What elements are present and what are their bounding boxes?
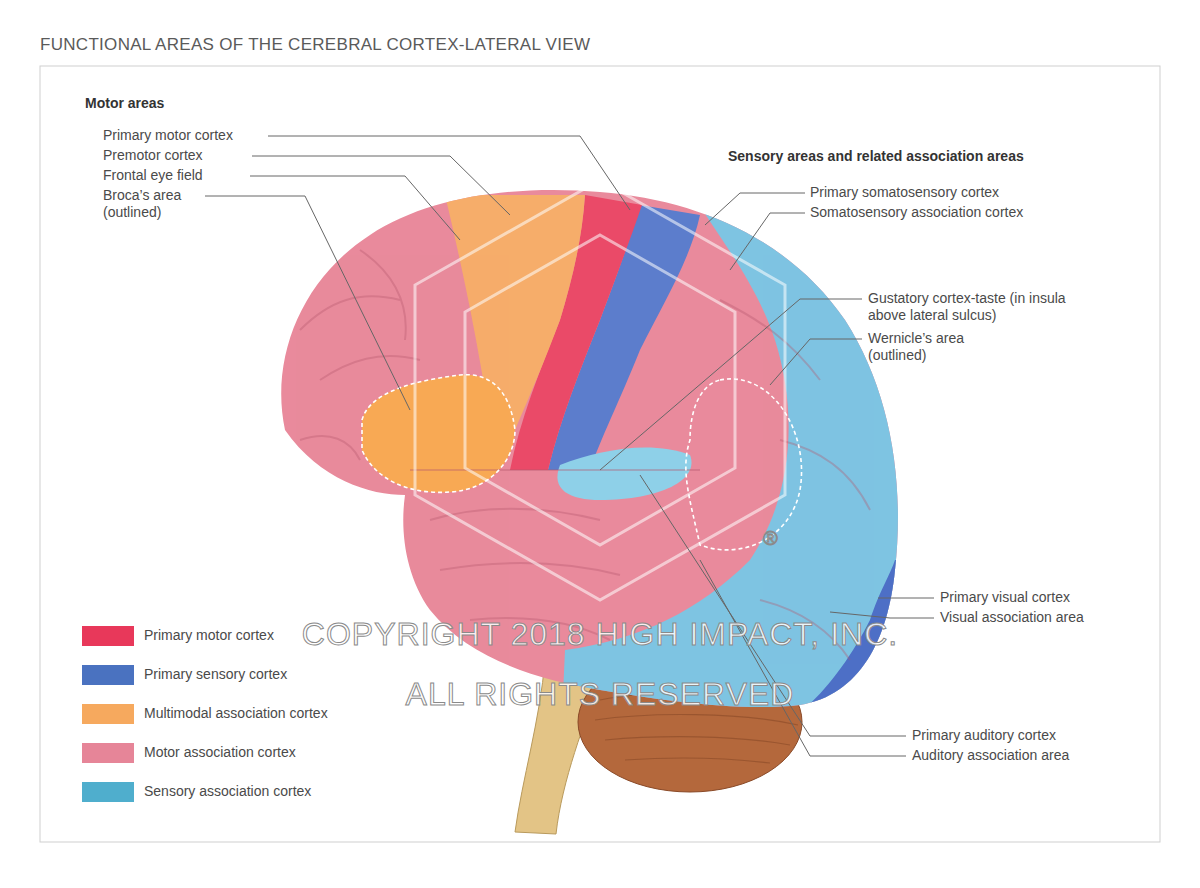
legend-text: Motor association cortex [144,744,296,761]
area-label: Premotor cortex [103,147,203,164]
cerebrum [250,180,950,760]
legend-swatch [82,665,134,685]
area-label: Primary visual cortex [940,589,1070,606]
legend-swatch [82,743,134,763]
area-label: Somatosensory association cortex [810,204,1023,221]
watermark-text: ALL RIGHTS RESERVED [406,676,795,712]
legend-text: Sensory association cortex [144,783,311,800]
area-label: Auditory association area [912,747,1069,764]
group-heading: Motor areas [85,95,164,112]
watermark-logo [415,180,785,600]
area-label: Frontal eye field [103,167,203,184]
legend-text: Primary motor cortex [144,627,274,644]
legend-swatch [82,626,134,646]
legend-text: Primary sensory cortex [144,666,287,683]
title: FUNCTIONAL AREAS OF THE CEREBRAL CORTEX-… [40,36,590,53]
area-label: Wernicle’s area (outlined) [868,330,973,364]
watermark-mark: ® [763,526,779,550]
area-label: Primary auditory cortex [912,727,1056,744]
area-label: Broca’s area (outlined) [103,187,198,221]
legend-swatch [82,704,134,724]
area-label: Primary somatosensory cortex [810,184,999,201]
legend-swatch [82,782,134,802]
area-label: Gustatory cortex-taste (in insula above … [868,290,1103,324]
legend-text: Multimodal association cortex [144,705,328,722]
watermark-text: COPYRIGHT 2018 HIGH IMPACT, INC. [302,616,898,652]
area-label: Primary motor cortex [103,127,233,144]
frame [40,66,1160,842]
leader-lines [205,136,934,756]
area-label: Visual association area [940,609,1084,626]
group-heading: Sensory areas and related association ar… [728,148,1024,165]
